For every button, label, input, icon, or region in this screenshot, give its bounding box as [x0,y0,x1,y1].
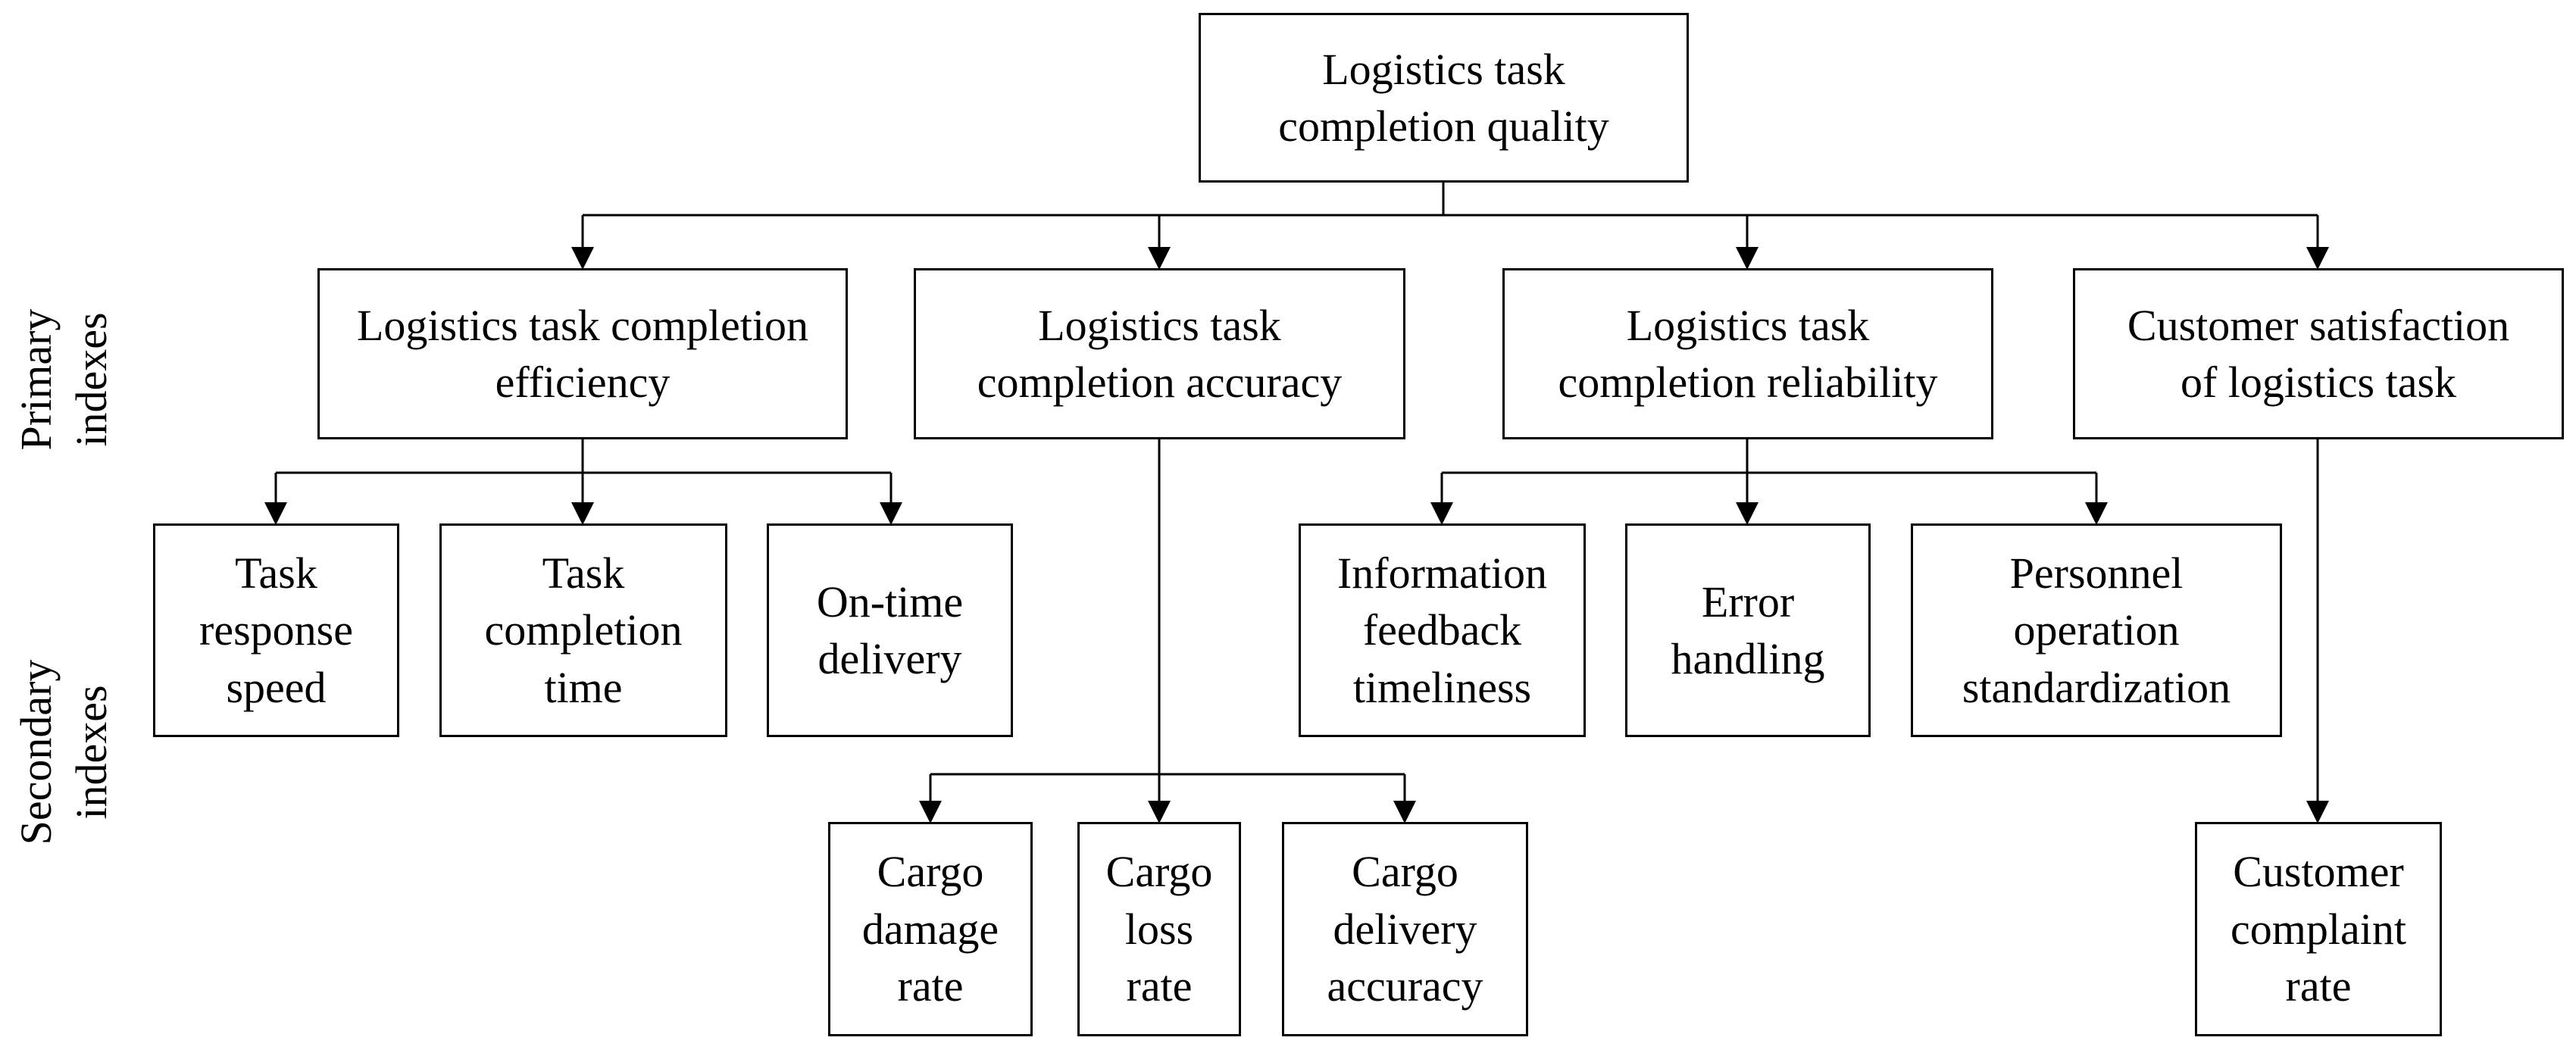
secondary-node-loss-rate-line-1: Cargo [1105,847,1213,897]
secondary-node-personnel-line-2: operation [2013,605,2180,655]
secondary-node-response-speed: Task response speed [153,523,399,737]
primary-node-efficiency-line-1: Logistics task completion [356,300,809,350]
root-node-line-2: completion quality [1278,102,1609,151]
secondary-node-feedback: Information feedback timeliness [1299,523,1586,737]
primary-node-satisfaction: Customer satisfaction of logistics task [2073,268,2564,439]
primary-indexes-label-line-2: indexes [66,312,116,447]
secondary-node-feedback-line-1: Information [1336,548,1548,598]
secondary-node-on-time-line-1: On-time [816,576,964,626]
secondary-node-delivery-accuracy-line-1: Cargo [1352,847,1458,897]
secondary-node-on-time: On-time delivery [767,523,1013,737]
primary-node-accuracy-line-1: Logistics task [1038,300,1281,350]
secondary-node-response-speed-line-1: Task [235,548,317,598]
primary-indexes-label: Primary indexes [9,296,120,463]
secondary-node-error-line-2: handling [1671,634,1825,683]
secondary-node-complaint-line-1: Customer [2233,847,2404,897]
primary-node-efficiency-line-2: efficiency [495,358,671,407]
secondary-node-completion-time-line-3: time [544,662,623,712]
secondary-indexes-label-line-1: Secondary [11,659,61,845]
primary-node-reliability: Logistics task completion reliability [1502,268,1993,439]
root-node: Logistics task completion quality [1199,13,1689,183]
secondary-node-delivery-accuracy-line-2: delivery [1333,904,1477,954]
secondary-node-damage-rate-line-2: damage [861,904,999,954]
secondary-node-completion-time-line-1: Task [542,548,625,598]
secondary-node-completion-time-line-2: completion [484,605,683,655]
secondary-node-completion-time: Task completion time [439,523,727,737]
secondary-node-complaint-line-2: complaint [2231,904,2406,954]
secondary-node-feedback-line-3: timeliness [1352,662,1532,712]
primary-node-reliability-line-2: completion reliability [1558,358,1938,407]
secondary-indexes-label: Secondary indexes [9,646,120,858]
primary-node-reliability-line-1: Logistics task [1626,300,1870,350]
secondary-node-error-line-1: Error [1701,576,1795,626]
secondary-node-delivery-accuracy: Cargo delivery accuracy [1282,822,1528,1036]
secondary-node-response-speed-line-3: speed [226,662,327,712]
primary-node-accuracy-line-2: completion accuracy [977,358,1343,407]
secondary-node-loss-rate-line-3: rate [1126,961,1193,1011]
secondary-node-error: Error handling [1625,523,1871,737]
root-node-line-1: Logistics task [1322,44,1565,94]
secondary-node-personnel: Personnel operation standardization [1911,523,2282,737]
primary-node-satisfaction-line-1: Customer satisfaction [2127,300,2510,350]
secondary-node-personnel-line-3: standardization [1962,662,2231,712]
secondary-node-personnel-line-1: Personnel [2009,548,2184,598]
secondary-node-damage-rate: Cargo damage rate [828,822,1033,1036]
secondary-node-complaint-line-3: rate [2285,961,2352,1011]
secondary-indexes-label-line-2: indexes [66,685,116,820]
secondary-node-loss-rate-line-2: loss [1124,904,1194,954]
secondary-node-damage-rate-line-1: Cargo [877,847,984,897]
secondary-node-on-time-line-2: delivery [818,634,962,683]
secondary-node-delivery-accuracy-line-3: accuracy [1327,961,1483,1011]
secondary-node-complaint: Customer complaint rate [2195,822,2442,1036]
secondary-node-response-speed-line-2: response [199,605,353,655]
primary-node-accuracy: Logistics task completion accuracy [914,268,1405,439]
primary-node-satisfaction-line-2: of logistics task [2180,358,2457,407]
primary-node-efficiency: Logistics task completion efficiency [317,268,848,439]
primary-indexes-label-line-1: Primary [11,308,61,451]
secondary-node-loss-rate: Cargo loss rate [1077,822,1241,1036]
secondary-node-damage-rate-line-3: rate [897,961,964,1011]
secondary-node-feedback-line-2: feedback [1362,605,1522,655]
